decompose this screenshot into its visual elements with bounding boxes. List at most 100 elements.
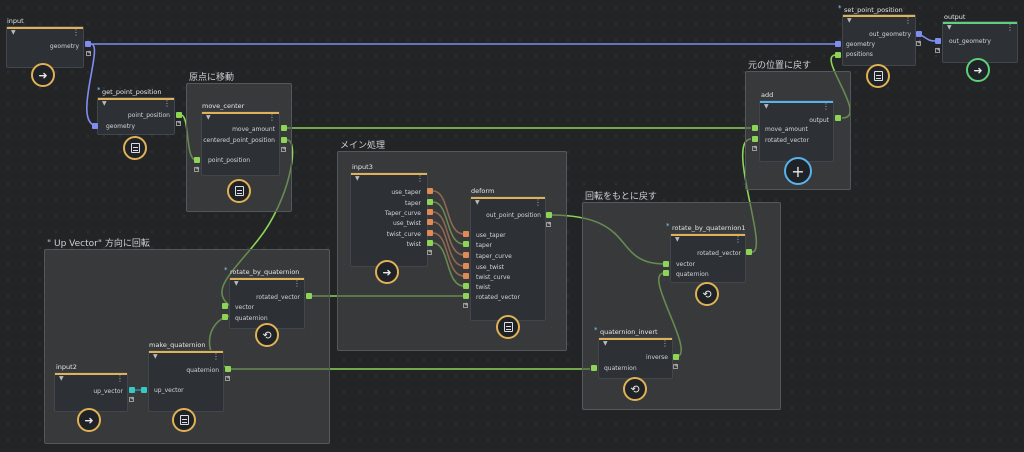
taper-input-port[interactable]: [463, 241, 469, 247]
use-taper-input-port[interactable]: [463, 231, 469, 237]
collapse-icon[interactable]: ▼: [847, 17, 852, 24]
node-move-center[interactable]: ▼⋮ move_amount centered_point_position p…: [201, 111, 280, 176]
quaternion-input-port[interactable]: [222, 314, 228, 320]
input-label: up_vector: [154, 387, 184, 394]
twist-curve-input-port[interactable]: [463, 273, 469, 279]
twist-input-port[interactable]: [463, 283, 469, 289]
menu-icon[interactable]: ⋮: [72, 28, 80, 37]
collapse-icon[interactable]: ▼: [355, 175, 360, 182]
out-point-position-port[interactable]: [546, 212, 552, 218]
menu-icon[interactable]: ⋮: [212, 352, 220, 361]
rotate-icon: ⟲: [255, 323, 279, 347]
inverse-output-port[interactable]: [673, 354, 679, 360]
quaternion-output-port[interactable]: [225, 366, 231, 372]
geometry-input-port[interactable]: [92, 123, 98, 129]
add-port-icon[interactable]: +: [546, 221, 552, 227]
point-position-output-port[interactable]: [176, 112, 182, 118]
collapse-icon[interactable]: ▼: [153, 353, 158, 360]
use-taper-output-port[interactable]: [427, 188, 433, 194]
menu-icon[interactable]: ⋮: [293, 279, 301, 288]
taper-output-port[interactable]: [427, 199, 433, 205]
output-label: rotated_vector: [697, 250, 741, 257]
node-rotate-by-quaternion[interactable]: ▼⋮ rotated_vector vector quaternion: [229, 277, 305, 329]
add-port-icon[interactable]: +: [281, 146, 287, 152]
collapse-icon[interactable]: ▼: [764, 103, 769, 110]
add-port-icon[interactable]: +: [86, 50, 92, 56]
node-deform[interactable]: ▼⋮ out_point_position use_taper taper ta…: [470, 196, 546, 321]
node-set-point-position[interactable]: ▼⋮ out_geometry geometry positions: [842, 14, 916, 66]
node-input2[interactable]: ▼⋮ up_vector: [54, 372, 128, 412]
menu-icon[interactable]: ⋮: [116, 374, 124, 383]
collapse-icon[interactable]: ▼: [206, 114, 211, 121]
use-twist-input-port[interactable]: [463, 263, 469, 269]
move-amount-output-port[interactable]: [281, 125, 287, 131]
taper-curve-output-port[interactable]: [427, 209, 433, 215]
menu-icon[interactable]: ⋮: [904, 16, 912, 25]
rotate-icon: ⟲: [695, 282, 719, 306]
menu-icon[interactable]: ⋮: [268, 113, 276, 122]
collapse-icon[interactable]: ▼: [603, 340, 608, 347]
twist-curve-output-port[interactable]: [427, 230, 433, 236]
quaternion-input-port[interactable]: [591, 365, 597, 371]
node-get-point-position[interactable]: ▼⋮ point_position geometry: [97, 97, 175, 135]
point-position-input-port[interactable]: [194, 157, 200, 163]
node-quaternion-invert[interactable]: ▼⋮ inverse quaternion: [598, 337, 673, 379]
twist-output-port[interactable]: [427, 240, 433, 246]
use-twist-output-port[interactable]: [427, 219, 433, 225]
up-vector-input-port[interactable]: [141, 387, 147, 393]
rotated-vector-output-port[interactable]: [306, 293, 312, 299]
add-port-icon[interactable]: +: [176, 120, 182, 126]
add-port-icon[interactable]: +: [752, 145, 758, 151]
node-output[interactable]: ▼⋮ out_geometry: [942, 21, 1018, 63]
collapse-icon[interactable]: ▼: [234, 280, 239, 287]
taper-curve-input-port[interactable]: [463, 252, 469, 258]
output-label: use_twist: [392, 220, 421, 227]
menu-icon[interactable]: ⋮: [534, 198, 542, 207]
collapse-icon[interactable]: ▼: [59, 375, 64, 382]
add-port-icon[interactable]: +: [916, 40, 922, 46]
add-port-icon[interactable]: +: [225, 375, 231, 381]
vector-input-port[interactable]: [663, 261, 669, 267]
out-geometry-port[interactable]: [916, 31, 922, 37]
rotated-vector-output-port[interactable]: [746, 249, 752, 255]
menu-icon[interactable]: ⋮: [734, 235, 742, 244]
vector-input-port[interactable]: [222, 303, 228, 309]
menu-icon[interactable]: ⋮: [163, 99, 171, 108]
menu-icon[interactable]: ⋮: [416, 174, 424, 183]
add-port-icon[interactable]: +: [427, 249, 433, 255]
collapse-icon[interactable]: ▼: [475, 199, 480, 206]
geometry-output-port[interactable]: [85, 41, 91, 47]
frame-title: メイン処理: [340, 141, 386, 151]
collapse-icon[interactable]: ▼: [102, 100, 107, 107]
rotated-vector-input-port[interactable]: [752, 136, 758, 142]
add-port-icon[interactable]: +: [194, 166, 200, 172]
node-input3[interactable]: ▼⋮ use_taper taper Taper_curve use_twist…: [350, 172, 428, 267]
collapse-icon[interactable]: ▼: [947, 24, 952, 31]
add-port-icon[interactable]: +: [463, 302, 469, 308]
move-amount-input-port[interactable]: [752, 125, 758, 131]
node-add[interactable]: ▼⋮ output move_amount rotated_vector: [759, 100, 834, 162]
centered-position-output-port[interactable]: [281, 137, 287, 143]
add-port-icon[interactable]: +: [935, 47, 941, 53]
collapse-icon[interactable]: ▼: [675, 236, 680, 243]
positions-input-port[interactable]: [835, 52, 841, 58]
node-make-quaternion[interactable]: ▼⋮ quaternion up_vector: [148, 350, 224, 412]
input-label: rotated_vector: [765, 137, 809, 144]
out-geometry-input-port[interactable]: [935, 38, 941, 44]
rotated-vector-input-port[interactable]: [463, 293, 469, 299]
output-port[interactable]: [835, 115, 841, 121]
collapse-icon[interactable]: ▼: [11, 29, 16, 36]
geometry-input-port[interactable]: [835, 41, 841, 47]
document-icon: [172, 408, 196, 432]
node-input[interactable]: ▼⋮ geometry: [6, 26, 84, 68]
add-port-icon[interactable]: +: [129, 396, 135, 402]
quaternion-input-port[interactable]: [663, 270, 669, 276]
menu-icon[interactable]: ⋮: [661, 339, 669, 348]
node-rotate-by-quaternion1[interactable]: ▼⋮ rotated_vector vector quaternion: [670, 233, 746, 283]
input-label: twist_curve: [476, 274, 511, 281]
menu-icon[interactable]: ⋮: [822, 102, 830, 111]
add-port-icon[interactable]: +: [673, 363, 679, 369]
menu-icon[interactable]: ⋮: [1006, 23, 1014, 32]
input-label: quaternion: [604, 365, 637, 372]
up-vector-output-port[interactable]: [129, 387, 135, 393]
